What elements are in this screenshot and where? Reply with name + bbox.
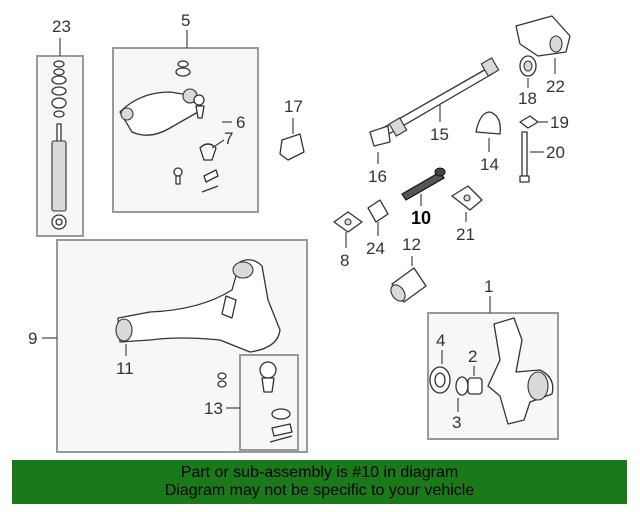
banner-line-2: Diagram may not be specific to your vehi… (164, 482, 475, 499)
callout-16: 16 (368, 167, 387, 186)
bracket-icon (279, 133, 305, 161)
callout-4: 4 (436, 331, 445, 350)
callout-12: 12 (402, 235, 421, 254)
part-23-shock-group[interactable]: 23 (36, 17, 84, 237)
part-16-group[interactable]: 16 (368, 125, 391, 186)
callout-6: 6 (236, 113, 245, 132)
part-10-group[interactable]: 10 (401, 167, 446, 228)
stabilizer-link-icon (369, 125, 391, 147)
ball-joint-icon (217, 361, 293, 443)
callout-13: 13 (204, 399, 223, 418)
banner-line-1: Part or sub-assembly is #10 in diagram (180, 464, 459, 481)
callout-15: 15 (430, 125, 449, 144)
part-21-group[interactable]: 21 (451, 185, 483, 244)
nut-icon (519, 115, 539, 129)
callout-24: 24 (366, 239, 385, 258)
shock-absorber-icon (51, 60, 67, 230)
part-19-group[interactable]: 19 (519, 113, 569, 132)
callout-21: 21 (456, 225, 475, 244)
cam-plate-icon (367, 199, 389, 223)
part-12-group[interactable]: 12 (388, 235, 427, 304)
bearing-icon (455, 376, 483, 396)
part-14-group[interactable]: 14 (475, 111, 501, 174)
part-20-group[interactable]: 20 (519, 131, 565, 183)
callout-23: 23 (52, 17, 71, 36)
cam-bolt-icon (401, 167, 446, 201)
strut-bracket-icon (515, 15, 571, 57)
callout-22: 22 (546, 77, 565, 96)
lower-control-arm-icon (115, 259, 281, 353)
part-13-ball-joint-group[interactable]: 13 (204, 354, 299, 451)
part-22-group[interactable]: 22 (515, 15, 571, 96)
callout-8: 8 (340, 251, 349, 270)
callout-2: 2 (468, 347, 477, 366)
callout-3: 3 (452, 413, 461, 432)
part-17-group[interactable]: 17 (279, 97, 305, 161)
fitment-notice-banner: Part or sub-assembly is #10 in diagram D… (12, 460, 627, 504)
part-8-group[interactable]: 8 (333, 211, 363, 270)
callout-10: 10 (411, 208, 431, 228)
callout-9: 9 (28, 329, 37, 348)
part-5-upper-arm-group[interactable]: 5 6 7 (112, 11, 259, 213)
seal-icon (429, 366, 451, 394)
part-1-knuckle-group[interactable]: 1 4 2 3 (427, 277, 559, 440)
callout-17: 17 (284, 97, 303, 116)
callout-1: 1 (484, 277, 493, 296)
callout-7: 7 (224, 129, 233, 148)
callout-20: 20 (546, 143, 565, 162)
part-24-group[interactable]: 24 (366, 199, 389, 258)
long-bolt-icon (521, 131, 528, 177)
steering-knuckle-icon (487, 317, 554, 425)
callout-11: 11 (116, 359, 134, 378)
bump-stop-icon (475, 111, 501, 135)
suspension-parts-diagram: 23 5 6 7 17 (28, 11, 571, 453)
part-13-frame (239, 354, 299, 451)
callout-5: 5 (181, 11, 190, 30)
part-18-group[interactable]: 18 (518, 55, 537, 108)
callout-19: 19 (550, 113, 569, 132)
callout-14: 14 (480, 155, 499, 174)
callout-18: 18 (518, 89, 537, 108)
